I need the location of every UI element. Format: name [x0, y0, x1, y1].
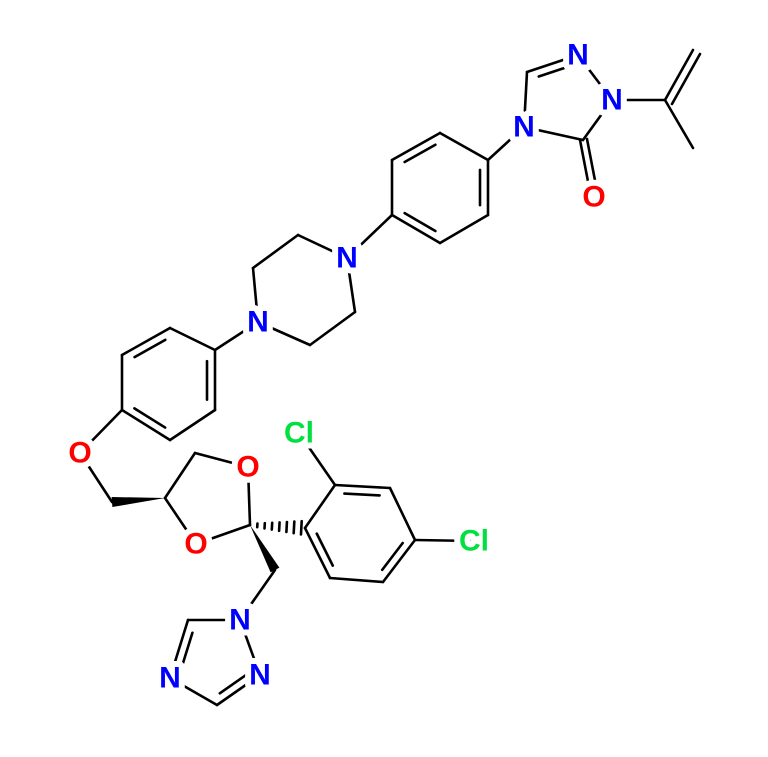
atom-dioxolane-o-bottom: O	[184, 528, 207, 561]
dichlorophenyl-bond	[381, 538, 417, 584]
bond	[663, 98, 695, 150]
atom-cl-ortho: Cl	[284, 417, 314, 450]
phenyl-2-double-bond	[133, 338, 167, 359]
phenyl-2-bond	[120, 326, 172, 357]
double-bond-line	[179, 631, 194, 672]
bond	[522, 70, 529, 129]
atom-triazole-n2: N	[249, 659, 271, 692]
bond	[168, 676, 219, 707]
dichlorophenyl-bond	[303, 483, 337, 530]
dichlorophenyl-double-bond	[315, 532, 335, 567]
atom-piperazine-n-bottom: N	[247, 306, 269, 339]
bond	[251, 233, 300, 270]
bond	[194, 523, 252, 546]
bond	[670, 52, 702, 106]
carbonyl-bond	[578, 138, 593, 199]
wedge-bond	[250, 525, 280, 573]
atom-triazolone-n2: N	[567, 39, 589, 72]
bond	[663, 48, 695, 102]
phenyl-2-double-bond	[133, 407, 167, 429]
phenyl-2-bond	[120, 408, 172, 442]
bond	[78, 408, 124, 455]
bond	[576, 53, 614, 102]
double-bond-line	[218, 672, 249, 695]
bond	[163, 451, 197, 500]
dichlorophenyl-bond	[333, 483, 392, 490]
atom-cl-para: Cl	[459, 525, 489, 558]
bond	[308, 310, 357, 347]
bond	[251, 266, 260, 324]
phenyl-2-bond	[168, 408, 217, 442]
phenyl-1-bond	[438, 131, 490, 162]
dichlorophenyl-bond	[328, 576, 385, 584]
atom-triazolone-n4: N	[513, 111, 535, 144]
atom-carbonyl-o: O	[582, 181, 605, 214]
bond	[213, 320, 260, 352]
bond	[168, 618, 190, 680]
dichlorophenyl-double-bond	[343, 492, 381, 497]
hashed-bond	[292, 520, 296, 535]
bond	[163, 496, 198, 546]
bond	[215, 673, 262, 707]
atom-dioxolane-o-top: O	[236, 451, 259, 484]
bond	[413, 538, 476, 543]
atom-labels: N N N O N N O O O Cl Cl N N N	[62, 33, 629, 701]
dichlorophenyl-bond	[388, 486, 417, 542]
atom-triazolone-n1: N	[601, 84, 623, 117]
bond	[238, 618, 262, 677]
bond	[193, 451, 250, 469]
bond	[345, 213, 394, 260]
atom-triazole-n1: N	[229, 604, 251, 637]
bond	[522, 125, 585, 142]
bond	[296, 233, 349, 260]
bond	[238, 568, 277, 622]
bond	[246, 465, 252, 527]
hashed-bond	[299, 519, 303, 536]
dichlorophenyl-double-bond	[380, 541, 404, 572]
bond	[297, 431, 337, 487]
phenyl-1-bond	[390, 131, 442, 162]
wedge-bond	[111, 497, 165, 507]
phenyl-1-bond	[438, 213, 490, 245]
bond	[486, 125, 526, 162]
bond	[256, 320, 312, 347]
dichlorophenyl-bond	[303, 526, 332, 580]
phenyl-2-bond	[168, 326, 217, 352]
hashed-bond	[285, 520, 289, 534]
bond	[345, 256, 357, 314]
carbonyl-bond	[585, 137, 600, 198]
atom-piperazine-n-top: N	[336, 242, 358, 275]
phenyl-1-double-bond	[403, 211, 437, 233]
atom-ether-o: O	[68, 437, 91, 470]
phenyl-1-bond	[390, 213, 442, 245]
double-bond-line	[537, 64, 573, 78]
bonds	[78, 48, 702, 707]
bond	[78, 451, 114, 504]
atom-triazole-n4: N	[159, 662, 181, 695]
bond	[581, 98, 614, 142]
bond	[525, 53, 580, 74]
phenyl-1-double-bond	[403, 143, 437, 164]
